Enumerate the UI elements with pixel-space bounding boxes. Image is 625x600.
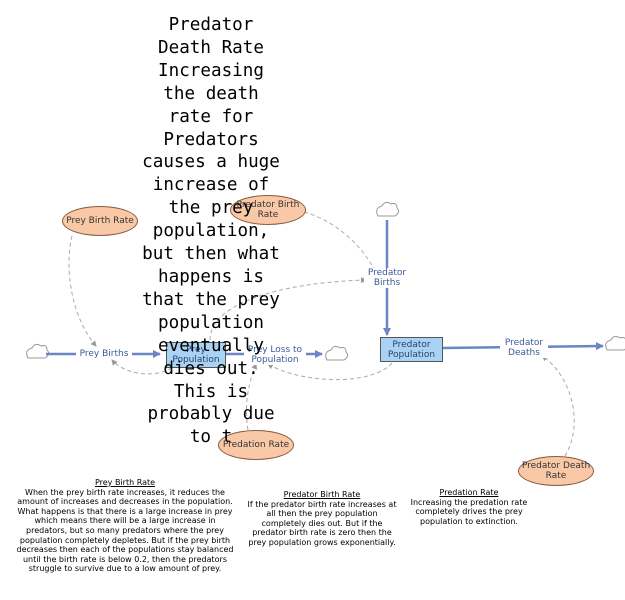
predator-source-cloud-icon <box>376 201 400 217</box>
link-predator-death-rate-to-predator-deaths <box>541 355 575 457</box>
predation-rate-variable[interactable]: Predation Rate <box>218 430 294 460</box>
predator-death-rate-variable[interactable]: Predator Death Rate <box>518 456 594 486</box>
prey-population-stock[interactable]: Prey Population <box>166 342 226 368</box>
prey-birth-rate-variable[interactable]: Prey Birth Rate <box>62 206 138 236</box>
prey-birth-rate-note: Prey Birth Rate When the prey birth rate… <box>14 478 236 574</box>
note-body: If the predator birth rate increases at … <box>247 499 397 547</box>
link-predator-to-prey-loss <box>267 362 393 381</box>
predator-birth-rate-note: Predator Birth Rate If the predator birt… <box>245 490 399 548</box>
prey-loss-label: Prey Loss to Population <box>244 345 306 365</box>
link-prey-to-predator-births <box>209 277 367 341</box>
overlay-text: Predator Death Rate Increasing the death… <box>142 15 280 448</box>
predation-rate-note: Predation Rate Increasing the predation … <box>405 488 533 526</box>
predator-population-stock[interactable]: Predator Population <box>380 337 443 362</box>
predator-births-label: Predator Births <box>364 268 410 288</box>
prey-source-cloud-icon <box>26 343 50 359</box>
note-title: Prey Birth Rate <box>94 478 156 487</box>
note-body: When the prey birth rate increases, it r… <box>16 487 234 574</box>
note-body: Increasing the predation rate completely… <box>410 497 528 526</box>
note-title: Predation Rate <box>439 488 499 497</box>
predator-sink-cloud-icon <box>605 335 625 351</box>
prey-sink-cloud-icon <box>325 345 349 361</box>
predator-birth-rate-variable[interactable]: Predator Birth Rate <box>230 195 306 225</box>
predator-deaths-label: Predator Deaths <box>500 338 548 358</box>
link-prey-to-prey-births <box>111 359 173 375</box>
link-prey-birth-rate-to-prey-births <box>68 235 97 347</box>
note-title: Predator Birth Rate <box>283 490 361 499</box>
prey-births-label: Prey Births <box>76 349 132 359</box>
